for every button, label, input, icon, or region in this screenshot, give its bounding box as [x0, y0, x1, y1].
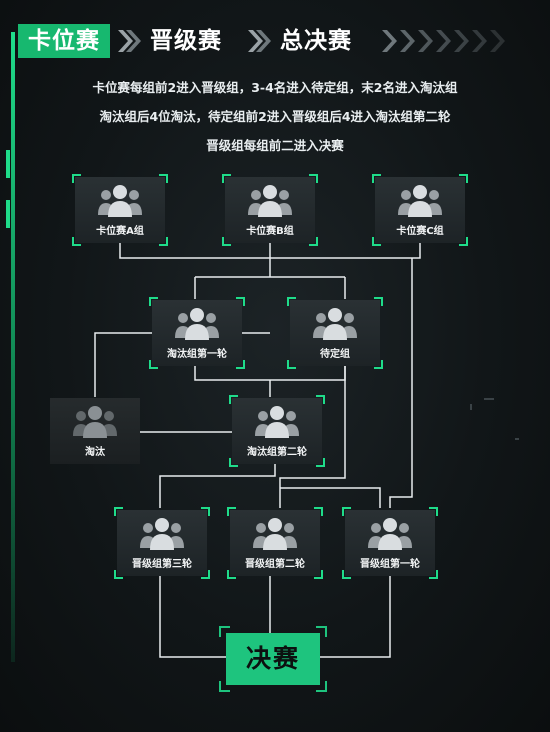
accent-tick — [6, 200, 10, 228]
node-promo-round2: 晋级组第二轮 — [227, 507, 323, 579]
people-group-icon — [313, 308, 357, 340]
node-label: 待定组 — [320, 349, 350, 360]
node-group-b: 卡位赛B组 — [222, 174, 318, 246]
node-group-c: 卡位赛C组 — [372, 174, 468, 246]
node-promo-round3: 晋级组第三轮 — [114, 507, 210, 579]
rule-line: 卡位赛每组前2进入晋级组，3-4名进入待定组，末2名进入淘汰组 — [92, 80, 458, 95]
stage-header: 卡位赛 晋级赛 总决赛 — [18, 22, 538, 58]
double-chevron-right-icon — [246, 26, 272, 56]
accent-tick — [6, 150, 10, 178]
node-final: 决赛 — [219, 626, 327, 692]
node-eliminated: 淘汰 — [50, 398, 140, 464]
people-group-icon — [253, 518, 297, 550]
people-group-icon — [248, 185, 292, 217]
people-group-icon — [368, 518, 412, 550]
people-group-icon — [73, 406, 117, 438]
node-elim-round1: 淘汰组第一轮 — [149, 297, 245, 369]
stage-tab-qualifier: 卡位赛 — [18, 24, 110, 58]
double-chevron-right-icon — [116, 26, 142, 56]
node-label: 晋级组第三轮 — [132, 559, 192, 570]
node-label: 淘汰组第二轮 — [247, 447, 307, 458]
stage-tab-promotion: 晋级赛 — [150, 28, 222, 54]
node-label: 淘汰 — [85, 447, 105, 458]
node-label: 晋级组第一轮 — [360, 559, 420, 570]
rule-line: 淘汰组后4位淘汰，待定组前2进入晋级组后4进入淘汰组第二轮 — [99, 109, 451, 124]
node-label: 卡位赛C组 — [396, 226, 444, 237]
stage-tab-final: 总决赛 — [280, 28, 352, 54]
people-group-icon — [255, 406, 299, 438]
rule-line: 晋级组每组前二进入决赛 — [206, 138, 344, 153]
people-group-icon — [98, 185, 142, 217]
double-chevron-right-icon — [380, 26, 530, 56]
deco-mark — [484, 398, 494, 400]
people-group-icon — [398, 185, 442, 217]
node-promo-round1: 晋级组第一轮 — [342, 507, 438, 579]
node-label: 晋级组第二轮 — [245, 559, 305, 570]
people-group-icon — [175, 308, 219, 340]
node-group-a: 卡位赛A组 — [72, 174, 168, 246]
node-elim-round2: 淘汰组第二轮 — [229, 395, 325, 467]
people-group-icon — [140, 518, 184, 550]
node-label: 淘汰组第一轮 — [167, 349, 227, 360]
deco-mark — [515, 438, 519, 440]
deco-mark — [470, 404, 472, 410]
node-label: 卡位赛B组 — [246, 226, 294, 237]
node-label: 卡位赛A组 — [96, 226, 144, 237]
final-label: 决赛 — [245, 644, 300, 673]
accent-bar — [11, 32, 15, 662]
node-pending: 待定组 — [287, 297, 383, 369]
